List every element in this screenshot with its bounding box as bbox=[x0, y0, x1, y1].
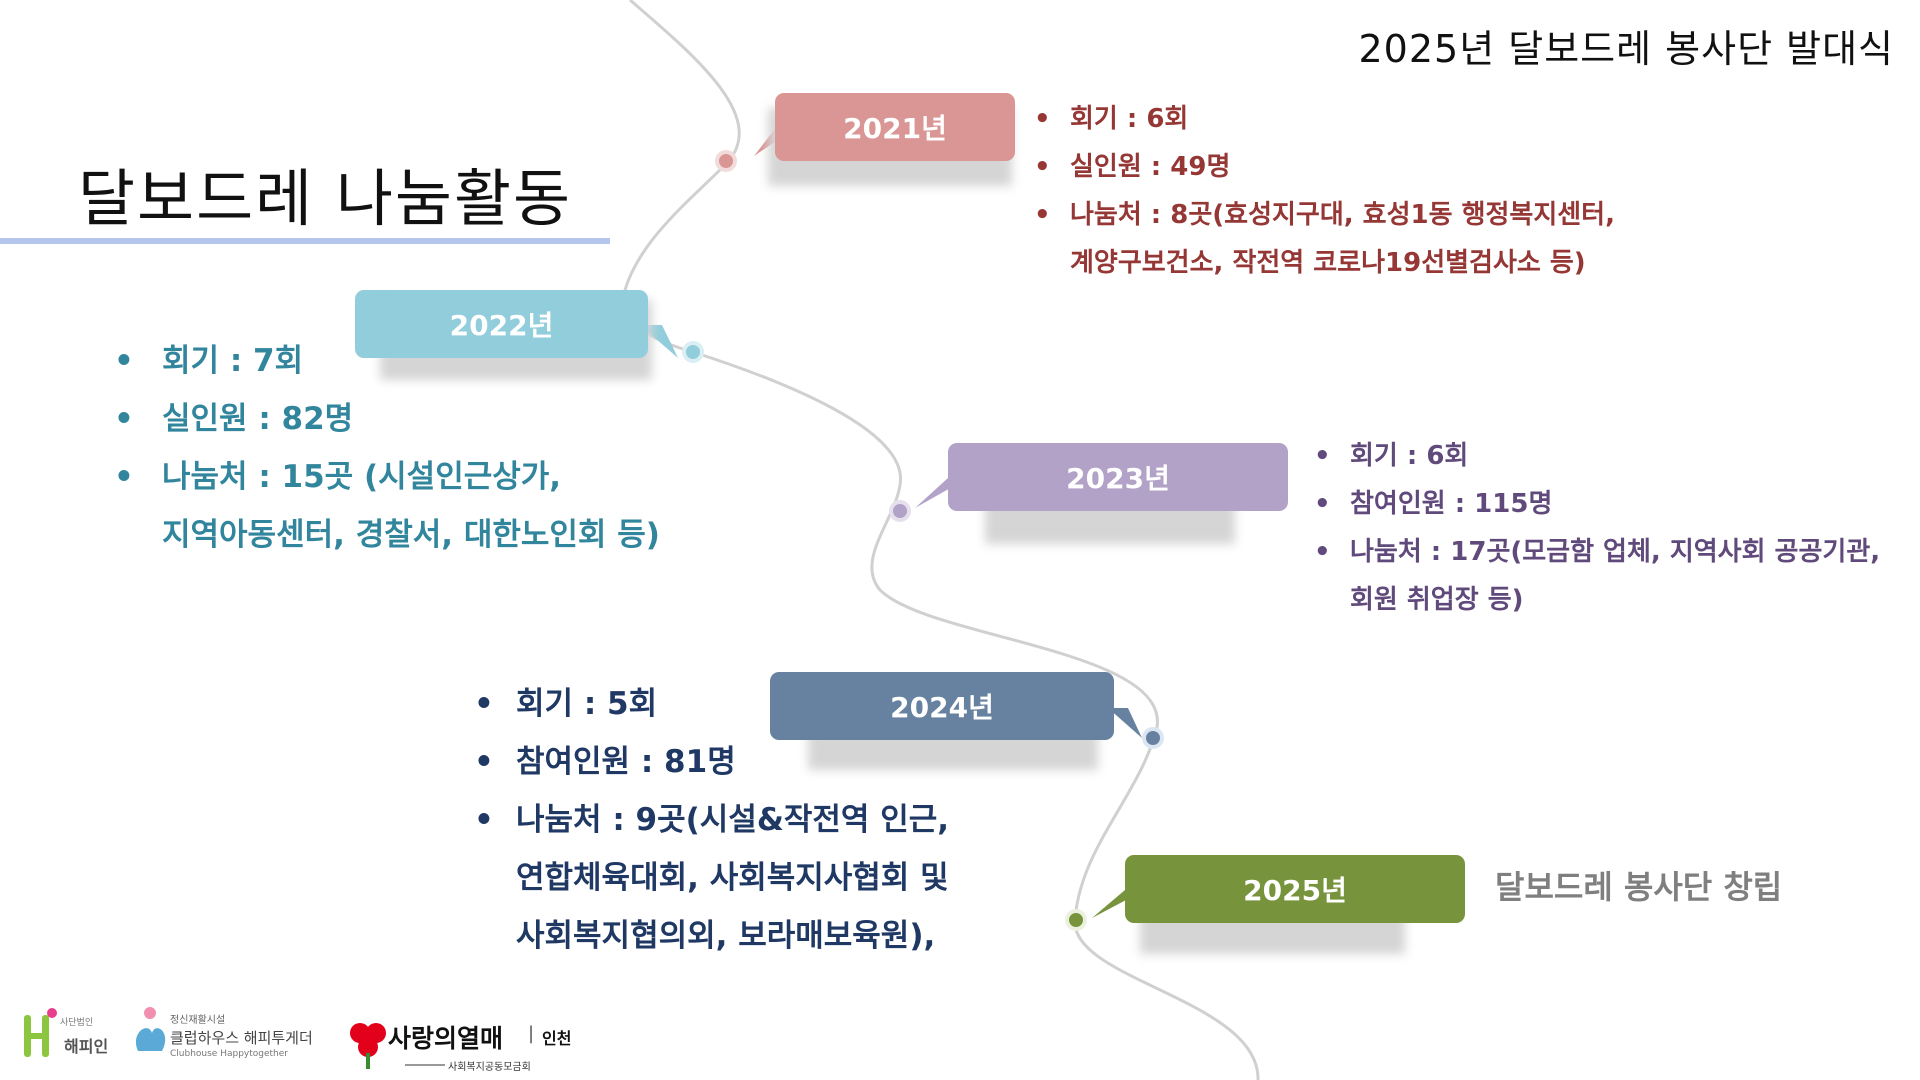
love-fruit-name: 사랑의열매 bbox=[388, 1024, 504, 1053]
list-item: 나눔처 : 17곳(모금함 업체, 지역사회 공공기관,회원 취업장 등) bbox=[1310, 528, 1880, 624]
timeline-dot-2021 bbox=[715, 150, 737, 172]
year-box-2021: 2021년 bbox=[775, 93, 1015, 161]
clubhouse-logo-icon bbox=[135, 1007, 166, 1051]
list-item: 나눔처 : 9곳(시설&작전역 인근,연합체육대회, 사회복지사협회 및사회복지… bbox=[470, 791, 949, 965]
page-title: 달보드레 나눔활동 bbox=[78, 162, 573, 235]
happyin-logo-icon bbox=[24, 1008, 57, 1057]
love-fruit-sub: 사회복지공동모금회 bbox=[448, 1062, 531, 1073]
timeline-dot-2024 bbox=[1142, 727, 1164, 749]
list-item: 회기 : 6회 bbox=[1030, 95, 1615, 143]
love-fruit-divider: | bbox=[528, 1023, 535, 1044]
timeline-dot-2023 bbox=[889, 500, 911, 522]
list-item: 실인원 : 82명 bbox=[110, 390, 660, 448]
list-item: 참여인원 : 81명 bbox=[470, 733, 949, 791]
timeline-dot-2022 bbox=[682, 341, 704, 363]
love-fruit-region: 인천 bbox=[542, 1029, 572, 1048]
list-item: 회기 : 6회 bbox=[1310, 432, 1880, 480]
year-box-2023: 2023년 bbox=[948, 443, 1288, 511]
list-item: 회기 : 7회 bbox=[110, 332, 660, 390]
title-underline bbox=[0, 238, 610, 244]
list-item: 나눔처 : 8곳(효성지구대, 효성1동 행정복지센터,계양구보건소, 작전역 … bbox=[1030, 191, 1615, 287]
partner-logos: 사단법인 해피인 정신재활시설 클럽하우스 해피투게더 Clubhouse Ha… bbox=[20, 1003, 600, 1075]
logo-graphics bbox=[24, 1007, 445, 1069]
clubhouse-small-label: 정신재활시설 bbox=[170, 1015, 226, 1026]
list-item: 나눔처 : 15곳 (시설인근상가,지역아동센터, 경찰서, 대한노인회 등) bbox=[110, 448, 660, 564]
year-box-2025: 2025년 bbox=[1125, 855, 1465, 923]
info-list-2022: 회기 : 7회 실인원 : 82명 나눔처 : 15곳 (시설인근상가,지역아동… bbox=[110, 332, 660, 564]
love-fruit-logo-icon bbox=[350, 1023, 386, 1069]
founding-note: 달보드레 봉사단 창립 bbox=[1495, 868, 1783, 906]
clubhouse-name: 클럽하우스 해피투게더 bbox=[170, 1029, 313, 1047]
list-item: 실인원 : 49명 bbox=[1030, 143, 1615, 191]
list-item: 회기 : 5회 bbox=[470, 675, 949, 733]
event-title: 2025년 달보드레 봉사단 발대식 bbox=[1358, 27, 1894, 71]
clubhouse-english: Clubhouse Happytogether bbox=[170, 1049, 288, 1059]
info-list-2021: 회기 : 6회 실인원 : 49명 나눔처 : 8곳(효성지구대, 효성1동 행… bbox=[1030, 95, 1615, 287]
happyin-small-label: 사단법인 bbox=[60, 1018, 94, 1028]
info-list-2024: 회기 : 5회 참여인원 : 81명 나눔처 : 9곳(시설&작전역 인근,연합… bbox=[470, 675, 949, 965]
list-item: 참여인원 : 115명 bbox=[1310, 480, 1880, 528]
callout-tail-2024 bbox=[1108, 708, 1142, 738]
info-list-2023: 회기 : 6회 참여인원 : 115명 나눔처 : 17곳(모금함 업체, 지역… bbox=[1310, 432, 1880, 624]
happyin-name: 해피인 bbox=[64, 1037, 109, 1056]
timeline-dot-2025 bbox=[1065, 909, 1087, 931]
